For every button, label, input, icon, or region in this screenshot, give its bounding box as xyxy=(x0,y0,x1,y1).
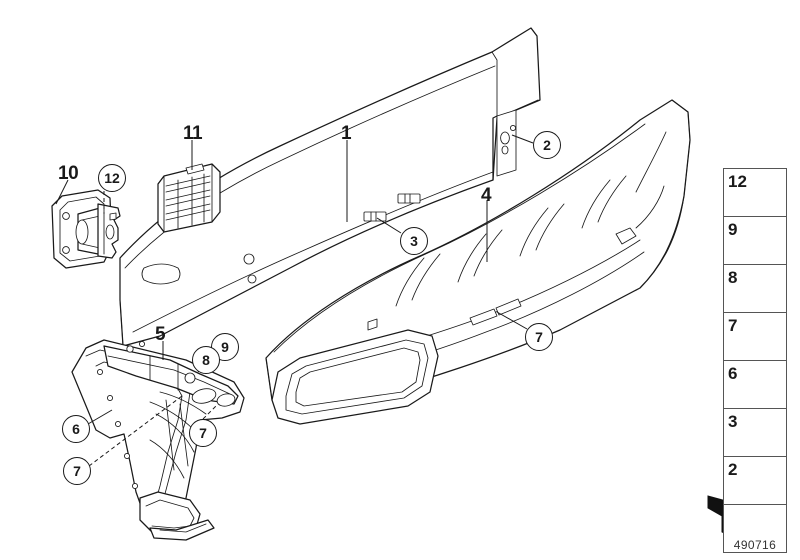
legend-number: 8 xyxy=(728,268,738,287)
part-number: 490716 xyxy=(733,538,777,552)
callout-12-upper[interactable]: 12 xyxy=(98,164,126,192)
callout-8[interactable]: 8 xyxy=(192,346,220,374)
part-energy-absorber xyxy=(265,99,691,425)
legend-number: 3 xyxy=(728,412,738,431)
grille-louvers xyxy=(165,175,211,221)
legend-row-6[interactable]: 6 xyxy=(724,361,786,409)
legend-row-3[interactable]: 3 xyxy=(724,409,786,457)
callout-2[interactable]: 2 xyxy=(533,131,561,159)
callout-7-center[interactable]: 7 xyxy=(525,323,553,351)
legend-row-2[interactable]: 2 xyxy=(724,457,786,505)
legend-row-arrow[interactable] xyxy=(724,505,786,553)
callout-7-left[interactable]: 7 xyxy=(63,457,91,485)
label-4: 4 xyxy=(481,185,492,206)
legend-row-12[interactable]: 12 xyxy=(724,169,786,217)
bracket-openings xyxy=(149,388,236,431)
label-5: 5 xyxy=(155,324,166,345)
callout-6[interactable]: 6 xyxy=(62,415,90,443)
legend-number: 9 xyxy=(728,220,738,239)
beam-face-clips xyxy=(363,193,421,222)
legend-number: 7 xyxy=(728,316,738,335)
callout-3[interactable]: 3 xyxy=(400,227,428,255)
callout-7-right[interactable]: 7 xyxy=(189,419,217,447)
absorber-ribs xyxy=(395,131,667,307)
legend-row-7[interactable]: 7 xyxy=(724,313,786,361)
legend-number: 6 xyxy=(728,364,738,383)
legend-number: 2 xyxy=(728,460,738,479)
label-10: 10 xyxy=(58,163,79,184)
part-bumper-beam xyxy=(119,27,541,347)
part-side-bracket xyxy=(71,339,245,541)
label-11: 11 xyxy=(183,123,203,144)
part-vent-grille xyxy=(157,163,221,233)
label-1: 1 xyxy=(341,123,352,144)
legend-number: 12 xyxy=(728,172,747,191)
part-tow-hook-mount xyxy=(51,189,121,269)
absorber-lower-cavity xyxy=(271,329,439,425)
legend-row-9[interactable]: 9 xyxy=(724,217,786,265)
legend-table: 12 9 8 7 6 3 2 xyxy=(723,168,787,553)
beam-end-plate xyxy=(496,109,517,177)
legend-row-8[interactable]: 8 xyxy=(724,265,786,313)
